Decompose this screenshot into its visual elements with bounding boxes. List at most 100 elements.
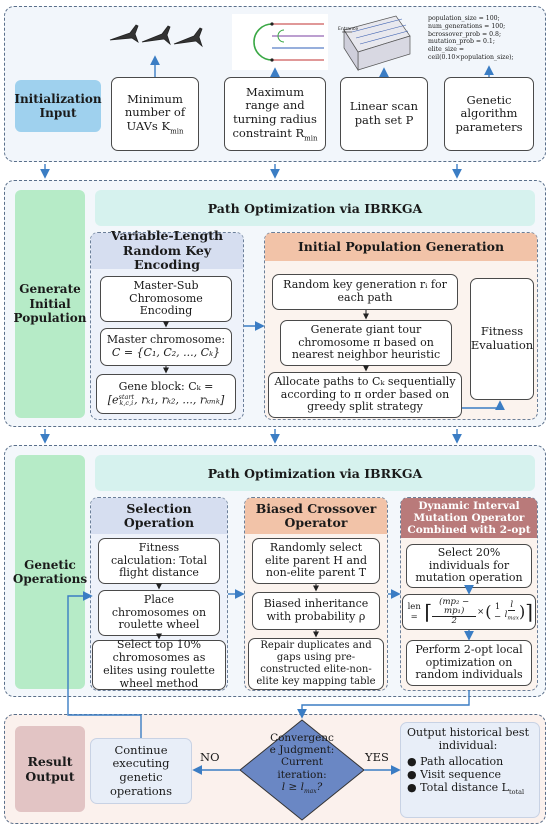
turning-radius-illustration: [232, 14, 328, 70]
continue-line4: operations: [110, 783, 172, 798]
scan-box-line1: Linear scan: [349, 99, 419, 114]
formula-l: l: [508, 600, 516, 612]
mutation-interval-formula: len = ⌈ (mp₂ − mp₁) 2 × ( 1 − l lmax ) ⌉: [402, 594, 536, 630]
crossover-box2-line1: Biased inheritance: [263, 597, 369, 611]
formula-lmax: l: [504, 610, 508, 621]
formula-numerator: (mp₂ − mp₁): [432, 598, 477, 617]
range-box-line2: range and: [245, 98, 305, 113]
continue-line1: Continue: [114, 742, 168, 757]
min-uavs-box: Minimum number of UAVs Kmin: [111, 77, 199, 151]
ipg-header: Initial Population Generation: [265, 233, 537, 261]
selection-box1-line1: Fitness: [138, 540, 180, 554]
output-item-2: ● Visit sequence: [407, 767, 529, 782]
bullet-icon: ●: [407, 780, 421, 794]
convergence-diamond-shape: [239, 719, 365, 821]
mutation-title-line3: Combined with 2-opt: [407, 524, 531, 537]
output-title-line2: individual:: [438, 738, 498, 752]
output-item-2-text: Visit sequence: [420, 767, 502, 781]
vlrk-box2-line2: C = {C₁, C₂, ..., Cₖ}: [111, 346, 221, 359]
diamond-line2: e Judgment:: [269, 744, 335, 757]
ga-parameters-text: population_size = 100; num_generations =…: [428, 15, 546, 62]
selection-box1-line2: calculation: Total: [110, 553, 207, 567]
vlrk-box3-rest: , rₖ₁, rₖ₂, ..., rₖₘₖ]: [134, 393, 225, 407]
param-line-3: bcrossover_prob = 0.8;: [428, 30, 502, 38]
mutation-box3-line1: Perform 2-opt local: [415, 642, 523, 656]
formula-times: ×: [477, 606, 485, 617]
ipg-box3-line2: according to π order based on: [280, 387, 450, 401]
continue-line3: genetic: [119, 770, 163, 784]
crossover-box3-line1: Repair duplicates and: [260, 640, 372, 652]
range-box-line1: Maximum: [245, 84, 304, 99]
selection-box2-line3: roulette wheel: [118, 618, 200, 632]
output-best-individual-box: Output historical best individual: ● Pat…: [400, 722, 540, 818]
mutation-box1-line1: Select 20%: [437, 545, 501, 559]
param-line-4: mutation_prob = 0.1;: [428, 38, 495, 46]
vlrk-box3-line1: Gene block: Cₖ =: [118, 379, 214, 393]
formula-one-minus: 1 −: [493, 601, 502, 622]
crossover-box1-line3: non-elite parent T: [265, 566, 367, 580]
mutation-box3-line2: optimization on: [425, 655, 513, 669]
scan-path-illustration: Entrance: [338, 15, 411, 72]
vlrk-box1-line1: Master-Sub: [133, 278, 199, 292]
selection-box3-line2: chromosomes as: [112, 651, 206, 665]
scan-box-line2: path set P: [354, 113, 414, 127]
uav-box-line2: number of: [124, 105, 186, 120]
ops-label-line1: Genetic: [24, 557, 76, 572]
selection-box2-line1: Place: [143, 592, 175, 606]
ipg-box3-line3: greedy split strategy: [307, 400, 423, 414]
diamond-sub: max: [303, 787, 317, 795]
selection-box2-line2: chromosomes on: [111, 605, 207, 619]
range-box-line4: constraint R: [232, 125, 305, 140]
vlrk-title-line2: Random Key Encoding: [122, 242, 212, 273]
crossover-title-line1: Biased Crossover: [255, 500, 377, 516]
selection-box3-line3: elites using roulette: [103, 664, 215, 677]
param-line-2: num_generations = 100;: [428, 22, 506, 30]
vlrk-title-line1: Variable-Length: [110, 228, 224, 244]
mutation-box1-line2: individuals for: [428, 558, 510, 572]
selection-title-line1: Selection: [126, 500, 192, 516]
ipg-box1-line2: each path: [337, 291, 393, 304]
selection-box3-line1: Select top 10%: [116, 638, 202, 652]
range-box-sub: min: [304, 133, 318, 142]
crossover-box1-line2: elite parent H and: [264, 553, 368, 567]
result-label-line2: Output: [25, 769, 75, 784]
crossover-box3-line3: constructed elite-non-: [260, 664, 372, 675]
vlrk-box2-line1: Master chromosome:: [106, 333, 226, 347]
output-item-1-text: Path allocation: [420, 754, 504, 768]
diamond-line5: l ≥ l: [281, 780, 304, 793]
output-title-line1: Output historical best: [407, 726, 529, 739]
range-constraint-box: Maximum range and turning radius constra…: [224, 77, 326, 151]
vlrk-box3-sup: start: [118, 392, 135, 401]
fitness-line1: Fitness: [480, 324, 524, 339]
diamond-question: ?: [316, 780, 323, 793]
param-line-5: elite_size = ceil(0.10×population_size);: [428, 46, 514, 61]
convergence-judgment-text: Convergenc e Judgment: Current iteration…: [268, 732, 336, 796]
crossover-box3-line2: gaps using pre-: [276, 652, 356, 664]
selection-title-line2: Operation: [123, 515, 195, 530]
output-item-1: ● Path allocation: [407, 754, 529, 769]
mutation-box1-line3: mutation operation: [415, 571, 523, 585]
result-label-line1: Result: [27, 754, 73, 769]
diamond-line1: Convergenc: [270, 732, 334, 744]
uav-box-line3: UAVs K: [126, 118, 171, 133]
mutation-title-line1: Dynamic Interval: [418, 499, 520, 512]
ibrkga-banner-1: Path Optimization via IBRKGA: [95, 190, 535, 226]
gen-label-line1: Generate: [19, 282, 81, 297]
vlrk-box1-line2: Chromosome: [129, 291, 203, 305]
vlrk-box3-sub: k,c,i: [119, 399, 134, 408]
param-line-1: population_size = 100;: [428, 15, 500, 22]
uav-box-line1: Minimum: [127, 91, 183, 106]
uav-illustration: [109, 24, 203, 48]
ops-label-line2: Operations: [12, 572, 88, 586]
